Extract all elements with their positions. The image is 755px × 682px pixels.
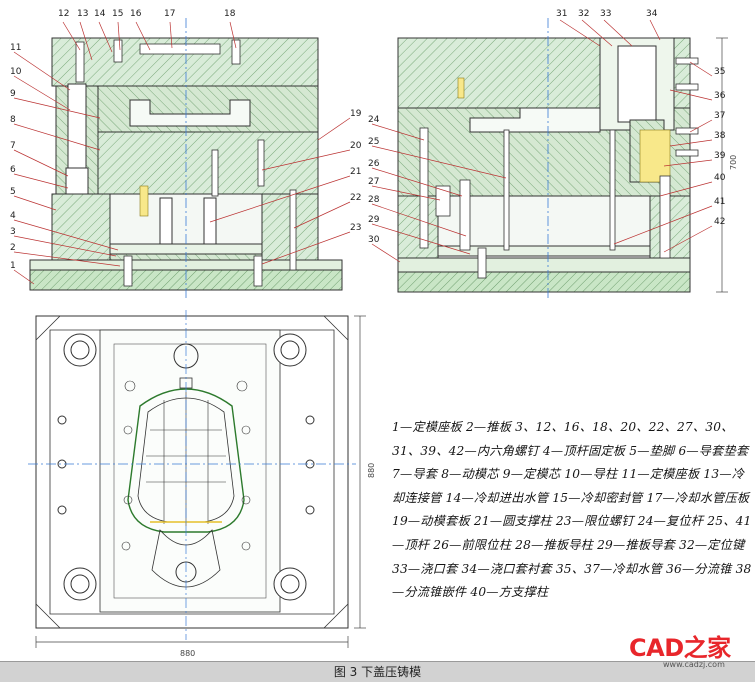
side-height-dimension: 700 xyxy=(729,155,738,170)
callout-27: 27 xyxy=(368,177,379,187)
callout-29: 29 xyxy=(368,215,380,225)
callout-2: 2 xyxy=(10,243,16,253)
callout-37: 37 xyxy=(714,111,725,121)
callout-18: 18 xyxy=(224,9,236,19)
callout-20: 20 xyxy=(350,141,362,151)
side-section-view: 700 xyxy=(397,18,738,300)
callout-22: 22 xyxy=(350,193,361,203)
callout-17: 17 xyxy=(164,9,175,19)
front-view-labels: 12 13 14 15 16 17 18 11 10 9 8 7 6 5 4 3… xyxy=(10,9,362,271)
callout-30: 30 xyxy=(368,235,380,245)
callout-39: 39 xyxy=(714,151,726,161)
callout-25: 25 xyxy=(368,137,379,147)
watermark-brand: CAD之家 xyxy=(629,634,731,662)
side-view-callouts xyxy=(371,19,713,263)
callout-12: 12 xyxy=(58,9,69,19)
callout-4: 4 xyxy=(10,211,16,221)
callout-5: 5 xyxy=(10,187,16,197)
callout-1: 1 xyxy=(10,261,16,271)
plan-view: 880 880 xyxy=(28,310,376,658)
front-section-view xyxy=(29,18,343,300)
callout-35: 35 xyxy=(714,67,725,77)
legend-text: 1—定模座板 2—推板 3、12、16、18、20、22、27、30、31、39… xyxy=(392,420,752,600)
callout-9: 9 xyxy=(10,89,16,99)
front-view-callouts xyxy=(13,21,351,285)
callout-21: 21 xyxy=(350,167,361,177)
side-view-labels: 31 32 33 34 24 25 26 27 28 29 30 35 36 3… xyxy=(368,9,726,245)
callout-40: 40 xyxy=(714,173,726,183)
callout-7: 7 xyxy=(10,141,16,151)
callout-32: 32 xyxy=(578,9,589,19)
callout-41: 41 xyxy=(714,197,725,207)
mold-drawing: 12 13 14 15 16 17 18 11 10 9 8 7 6 5 4 3… xyxy=(10,9,738,658)
callout-34: 34 xyxy=(646,9,658,19)
caption-bar xyxy=(0,661,755,682)
callout-24: 24 xyxy=(368,115,380,125)
callout-38: 38 xyxy=(714,131,726,141)
callout-8: 8 xyxy=(10,115,16,125)
plan-width-dimension: 880 xyxy=(180,649,195,658)
figure-caption: 图 3 下盖压铸模 xyxy=(333,665,422,679)
callout-11: 11 xyxy=(10,43,21,53)
callout-15: 15 xyxy=(112,9,123,19)
watermark-site: www.cadzj.com xyxy=(663,660,725,669)
callout-36: 36 xyxy=(714,91,726,101)
callout-16: 16 xyxy=(130,9,142,19)
callout-26: 26 xyxy=(368,159,380,169)
callout-13: 13 xyxy=(77,9,88,19)
callout-28: 28 xyxy=(368,195,380,205)
callout-42: 42 xyxy=(714,217,725,227)
callout-3: 3 xyxy=(10,227,16,237)
watermark-logo: CAD之家 www.cadzj.com xyxy=(611,622,755,680)
plan-height-dimension: 880 xyxy=(367,463,376,478)
callout-33: 33 xyxy=(600,9,611,19)
callout-14: 14 xyxy=(94,9,106,19)
parts-legend: 1—定模座板 2—推板 3、12、16、18、20、22、27、30、31、39… xyxy=(392,416,752,605)
callout-23: 23 xyxy=(350,223,361,233)
callout-10: 10 xyxy=(10,67,22,77)
callout-31: 31 xyxy=(556,9,567,19)
callout-19: 19 xyxy=(350,109,362,119)
callout-6: 6 xyxy=(10,165,16,175)
